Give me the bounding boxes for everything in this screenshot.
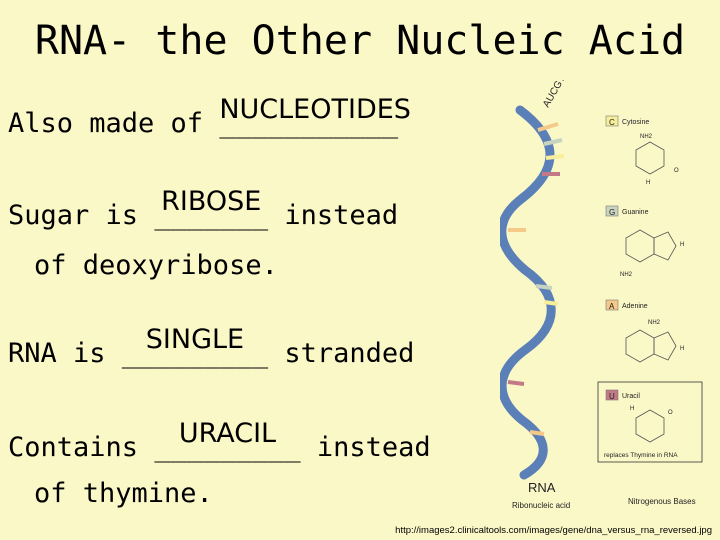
base-name: Cytosine [622, 119, 649, 126]
cytosine-h: H [646, 180, 650, 186]
blank-underline: ___________ [219, 108, 399, 139]
uracil-structure [635, 409, 665, 443]
uracil-note: replaces Thymine in RNA [604, 452, 678, 459]
bases-caption: Nitrogenous Bases [628, 497, 696, 506]
guanine-structure [625, 229, 677, 263]
base-ticks [507, 122, 565, 436]
base-letter: C [609, 118, 615, 127]
base-letter: A [609, 302, 615, 311]
uracil-o: O [668, 410, 673, 416]
cytosine-structure [635, 141, 665, 175]
base-letter: U [609, 392, 615, 401]
line-text: Sugar is [8, 200, 155, 231]
line-deoxyribose: of deoxyribose. [34, 250, 278, 281]
base-name: Adenine [622, 303, 648, 310]
line-text: instead [268, 200, 399, 231]
image-credit: http://images2.clinicaltools.com/images/… [395, 525, 712, 536]
answer-ribose: RIBOSE [161, 186, 262, 217]
blank-underline: _________ [121, 338, 269, 369]
blank-underline: _______ [154, 200, 269, 231]
rna-figure: AUCG's C Cytosine G Guanine A Adenine U … [500, 80, 703, 510]
base-adenine: A Adenine [605, 299, 648, 311]
answer-blank: _______RIBOSE [154, 186, 269, 231]
guanine-h: H [680, 242, 684, 248]
adenine-structure [625, 329, 677, 363]
base-guanine: G Guanine [605, 205, 649, 217]
cytosine-nh2: NH2 [640, 134, 653, 140]
base-name: Uracil [622, 393, 640, 400]
base-uracil: U Uracil replaces Thymine in RNA [597, 381, 703, 463]
cytosine-o: O [674, 168, 679, 174]
line-text: stranded [268, 338, 415, 369]
blank-underline: _________ [154, 432, 301, 463]
answer-nucleotides: NUCLEOTIDES [219, 94, 411, 125]
strand-label: AUCG's [541, 80, 568, 110]
guanine-nh2: NH2 [620, 272, 633, 278]
base-cytosine: C Cytosine [605, 115, 649, 127]
rna-title: RNA [528, 480, 556, 495]
uracil-h: H [630, 406, 634, 412]
line-text: instead [300, 432, 431, 463]
line-thymine: of thymine. [34, 478, 213, 509]
line-text: RNA is [8, 338, 122, 369]
line-text: Contains [8, 432, 155, 463]
adenine-nh2: NH2 [648, 320, 661, 326]
answer-blank: _________URACIL [154, 418, 301, 463]
line-single: RNA is _________SINGLE stranded [8, 324, 415, 369]
base-letter: G [609, 208, 615, 217]
answer-single: SINGLE [145, 324, 245, 355]
line-ribose: Sugar is _______RIBOSE instead [8, 186, 399, 231]
answer-uracil: URACIL [178, 418, 277, 449]
base-name: Guanine [622, 209, 649, 216]
line-nucleotides: Also made of ___________NUCLEOTIDES [8, 94, 411, 139]
line-text: Also made of [8, 108, 220, 139]
adenine-h: H [680, 346, 684, 352]
answer-blank: _________SINGLE [121, 324, 269, 369]
rna-strand [500, 105, 556, 480]
slide-title: RNA- the Other Nucleic Acid [34, 18, 686, 64]
line-uracil: Contains _________URACIL instead [8, 418, 431, 463]
rna-subtitle: Ribonucleic acid [512, 501, 570, 510]
answer-blank: ___________NUCLEOTIDES [219, 94, 411, 139]
